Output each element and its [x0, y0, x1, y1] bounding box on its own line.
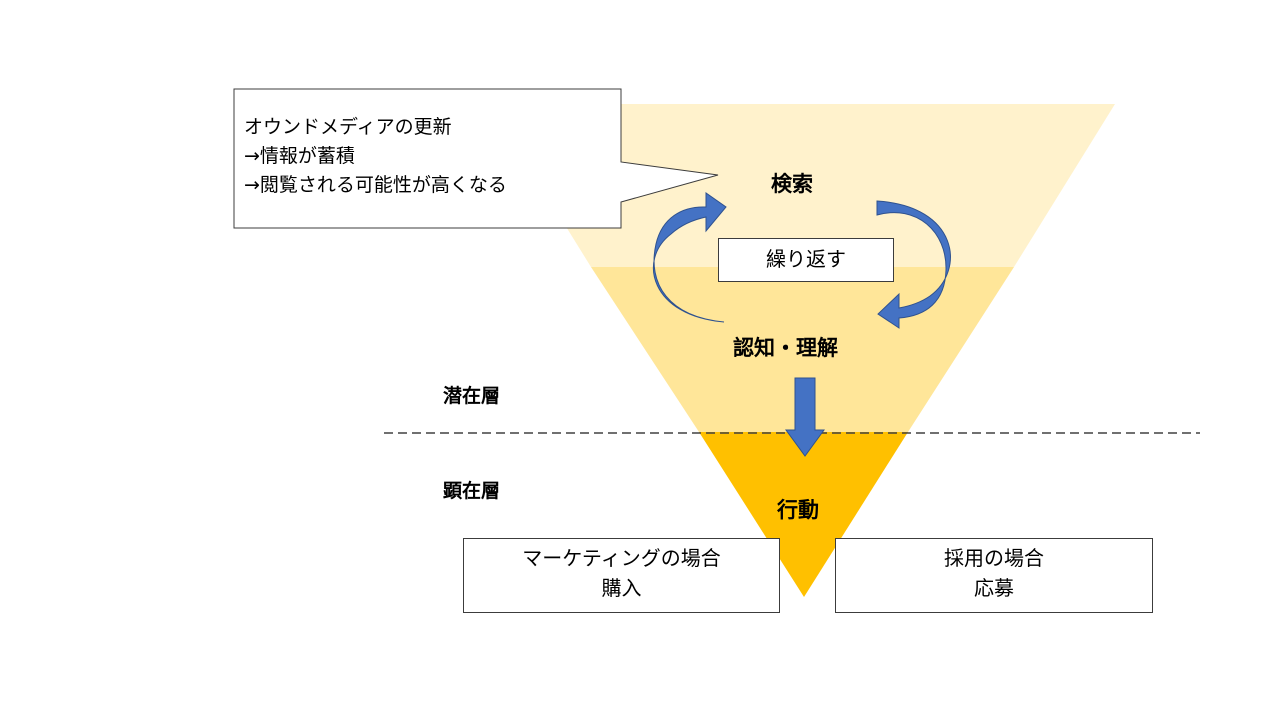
marketing-outcome-result: 購入	[601, 576, 642, 600]
manifest-layer-label: 顕在層	[443, 480, 501, 502]
callout-line-2: →情報が蓄積	[244, 145, 355, 167]
stage-action-label: 行動	[777, 498, 819, 522]
down-arrow-icon	[785, 377, 825, 457]
hiring-outcome-box: 採用の場合 応募	[835, 538, 1153, 613]
funnel-top-layer	[490, 104, 1115, 267]
callout-bubble	[233, 88, 719, 229]
hiring-outcome-title: 採用の場合	[944, 546, 1044, 570]
callout-line-1: オウンドメディアの更新	[244, 116, 452, 138]
stage-awareness-label: 認知・理解	[733, 336, 838, 360]
callout-text: オウンドメディアの更新 →情報が蓄積 →閲覧される可能性が高くなる	[244, 113, 507, 200]
funnel-bottom-layer	[699, 432, 908, 597]
marketing-outcome-box: マーケティングの場合 購入	[463, 538, 780, 613]
loop-arrow-right-icon	[876, 200, 951, 329]
hiring-outcome-result: 応募	[974, 576, 1014, 600]
stage-search-label: 検索	[771, 172, 813, 196]
callout-line-3: →閲覧される可能性が高くなる	[244, 174, 507, 196]
marketing-outcome-title: マーケティングの場合	[522, 546, 721, 570]
loop-arrow-left-icon	[652, 192, 727, 323]
repeat-label-box: 繰り返す	[718, 238, 894, 282]
latent-layer-label: 潜在層	[443, 385, 501, 407]
